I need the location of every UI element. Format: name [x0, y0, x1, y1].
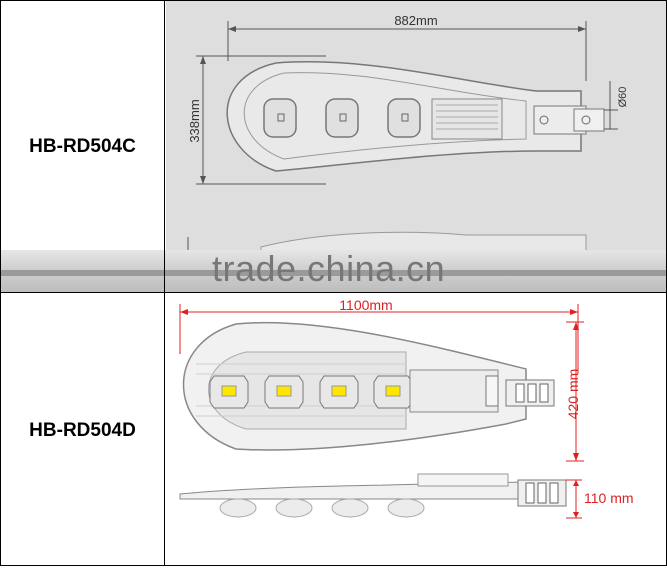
led-module: [209, 375, 249, 409]
row1-width-label: 338mm: [187, 99, 202, 142]
row1-drawing: 882mm 338mm Ø60: [187, 13, 629, 252]
led-module: [387, 98, 421, 138]
row1-drawing-panel: 882mm 338mm Ø60: [166, 1, 666, 252]
led-module: [264, 375, 304, 409]
column-divider: [164, 0, 165, 566]
row2-drawing-panel: 1100mm 420 mm 110 mm: [166, 294, 666, 564]
watermark-text: trade.china.cn: [212, 248, 446, 289]
border-left: [0, 0, 1, 566]
watermark-strip: [0, 270, 667, 276]
row1-pole-label: Ø60: [617, 87, 629, 108]
row2-drawing: 1100mm 420 mm 110 mm: [179, 297, 634, 519]
row2-width-label: 420 mm: [565, 369, 581, 420]
led-module: [319, 375, 359, 409]
model-label-row2: HB-RD504D: [29, 420, 136, 441]
row2-length-label: 1100mm: [339, 297, 392, 313]
led-module: [325, 98, 359, 138]
led-module: [263, 98, 297, 138]
led-module: [373, 375, 413, 409]
border-top: [0, 0, 667, 1]
model-label-row1: HB-RD504C: [29, 136, 136, 157]
row1-length-label: 882mm: [394, 13, 437, 28]
row2-height-label: 110 mm: [584, 490, 634, 506]
row-divider: [0, 292, 667, 293]
